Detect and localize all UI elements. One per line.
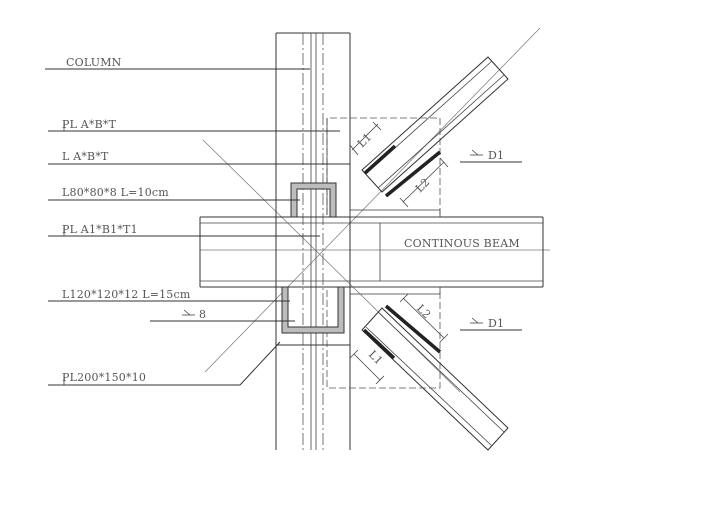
label-l1-bottom: L1 — [366, 348, 386, 368]
label-plate-a1b1t1: PL A1*B1*T1 — [62, 223, 138, 236]
weld-symbol-icons — [63, 122, 483, 385]
leader-lines — [45, 68, 522, 386]
label-l1-top: L1 — [355, 131, 375, 151]
label-l2-bottom: L2 — [414, 302, 434, 322]
lower-brace — [349, 293, 509, 451]
centerlines — [200, 27, 550, 393]
label-weld-d1-bottom: D1 — [488, 317, 504, 330]
label-plate-abt: PL A*B*T — [62, 118, 117, 131]
label-l2-top: L2 — [413, 176, 433, 196]
label-angle-abt: L A*B*T — [62, 150, 109, 163]
angle-l120-bottom — [275, 286, 351, 346]
continuous-beam — [199, 209, 544, 295]
label-weld-d1-top: D1 — [488, 149, 504, 162]
column — [275, 32, 351, 450]
label-column: COLUMN — [66, 56, 122, 69]
label-weld-8: 8 — [199, 308, 206, 321]
upper-gusset-plate — [326, 117, 441, 215]
upper-brace — [349, 56, 509, 208]
label-beam: CONTINOUS BEAM — [404, 237, 520, 250]
label-angle-80: L80*80*8 L=10cm — [62, 186, 169, 199]
lower-gusset-plate — [326, 290, 441, 389]
angle-l80-top — [290, 182, 337, 218]
label-angle-120: L120*120*12 L=15cm — [62, 288, 191, 301]
label-plate-200: PL200*150*10 — [62, 371, 146, 384]
